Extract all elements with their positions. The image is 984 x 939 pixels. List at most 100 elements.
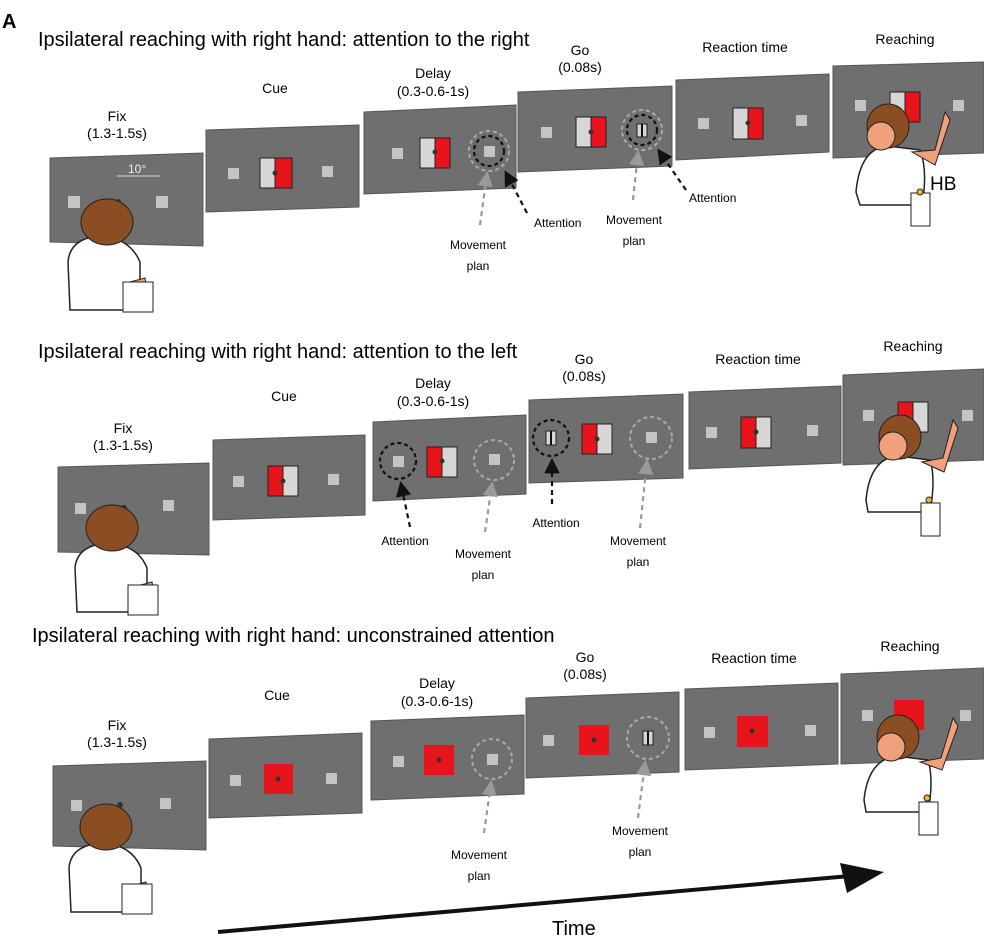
target-right <box>960 710 971 721</box>
phase-label-go: Go <box>575 351 594 367</box>
time-arrow-head <box>840 863 884 893</box>
phase-label-reaction: Reaction time <box>711 650 797 666</box>
fixation-point <box>432 149 438 155</box>
phase-label-cue: Cue <box>271 388 297 404</box>
fixation-point <box>439 458 445 464</box>
fixation-point <box>591 737 597 743</box>
phase-label-delay: Delay <box>419 675 455 691</box>
monkey-figure <box>74 504 159 616</box>
target-left <box>541 127 552 138</box>
attention-circle <box>531 418 571 458</box>
phase-sub-fix: (1.3-1.5s) <box>93 437 153 453</box>
cue-half-red <box>904 91 921 123</box>
movement-plan-arrow <box>629 149 645 201</box>
attention-circle <box>472 134 506 168</box>
phase-label-reaction: Reaction time <box>715 351 801 367</box>
attention-circle <box>625 113 659 147</box>
target-left <box>698 118 709 129</box>
target-right <box>805 725 816 736</box>
monkey-reaching-figure <box>865 414 959 537</box>
phase-sub-delay: (0.3-0.6-1s) <box>401 693 473 709</box>
target-right <box>328 474 339 485</box>
phase-label-cue: Cue <box>264 687 290 703</box>
row-attention-left: Ipsilateral reaching with right hand: at… <box>38 338 984 616</box>
movement-plan-arrow <box>482 480 498 533</box>
movement-label: Movement <box>610 534 667 548</box>
phase-label-go: Go <box>576 649 595 665</box>
cue-half-red <box>274 157 293 189</box>
phase-label-fix: Fix <box>114 420 133 436</box>
movement-label: Movement <box>606 213 663 227</box>
phase-label-reaching: Reaching <box>883 338 942 354</box>
row-title: Ipsilateral reaching with right hand: at… <box>38 29 530 51</box>
phase-sub-go: (0.08s) <box>558 59 602 75</box>
plan-label: plan <box>472 568 495 582</box>
target-right <box>322 166 333 177</box>
row-unconstrained: Ipsilateral reaching with right hand: un… <box>32 625 984 915</box>
time-label: Time <box>552 918 596 939</box>
attention-arrow <box>395 480 412 528</box>
row-attention-right: Ipsilateral reaching with right hand: at… <box>38 29 984 313</box>
phase-sub-fix: (1.3-1.5s) <box>87 734 147 750</box>
monkey-reaching-figure <box>863 714 959 836</box>
target-left <box>543 735 554 746</box>
target-right <box>156 196 168 208</box>
target-right <box>953 100 964 111</box>
plan-label: plan <box>629 845 652 859</box>
plan-label: plan <box>627 555 650 569</box>
time-arrow <box>217 874 851 934</box>
movement-label: Movement <box>455 547 512 561</box>
movement-plan-circle <box>471 738 513 780</box>
phase-sub-fix: (1.3-1.5s) <box>87 125 147 141</box>
fixation-point <box>588 129 594 135</box>
movement-plan-circle <box>473 439 515 481</box>
target-right <box>796 115 807 126</box>
target-right <box>646 432 657 443</box>
row-title: Ipsilateral reaching with right hand: un… <box>32 625 555 647</box>
go-signal-bar <box>647 731 649 745</box>
attention-arrow <box>504 170 528 214</box>
attention-circle <box>378 441 418 481</box>
row-title: Ipsilateral reaching with right hand: at… <box>38 341 518 363</box>
phase-label-go: Go <box>571 42 590 58</box>
target-right <box>484 146 495 157</box>
target-left <box>393 756 404 767</box>
monkey-reaching-figure: HB <box>855 103 956 227</box>
target-left <box>393 456 404 467</box>
fixation-point <box>749 728 755 734</box>
target-left <box>71 800 82 811</box>
movement-label: Movement <box>450 238 507 252</box>
phase-sub-delay: (0.3-0.6-1s) <box>397 83 469 99</box>
target-right <box>487 754 498 765</box>
phase-label-fix: Fix <box>108 108 127 124</box>
monkey-figure <box>67 198 154 313</box>
target-left <box>855 100 866 111</box>
fixation-point <box>275 776 281 782</box>
attention-label: Attention <box>534 216 581 230</box>
plan-label: plan <box>468 869 491 883</box>
phase-sub-go: (0.08s) <box>563 666 607 682</box>
phase-label-delay: Delay <box>415 375 451 391</box>
target-left <box>704 727 715 738</box>
scale-label: 10° <box>128 162 146 176</box>
target-left <box>706 427 717 438</box>
movement-label: Movement <box>451 848 508 862</box>
movement-plan-arrow <box>638 458 654 529</box>
attention-label: Attention <box>532 516 579 530</box>
fixation-point <box>594 436 600 442</box>
attention-label: Attention <box>381 534 428 548</box>
attention-label: Attention <box>689 191 736 205</box>
target-right <box>326 773 337 784</box>
monkey-label: HB <box>930 174 956 195</box>
go-signal-bar <box>550 431 552 445</box>
phase-sub-go: (0.08s) <box>562 368 606 384</box>
target-right <box>807 425 818 436</box>
fixation-point <box>436 757 442 763</box>
phase-sub-delay: (0.3-0.6-1s) <box>397 393 469 409</box>
movement-plan-circle <box>626 716 670 760</box>
phase-label-reaching: Reaching <box>875 31 934 47</box>
fixation-point <box>753 429 759 435</box>
fixation-point <box>745 120 751 126</box>
fixation-point <box>272 170 278 176</box>
go-signal-bar <box>641 124 643 137</box>
